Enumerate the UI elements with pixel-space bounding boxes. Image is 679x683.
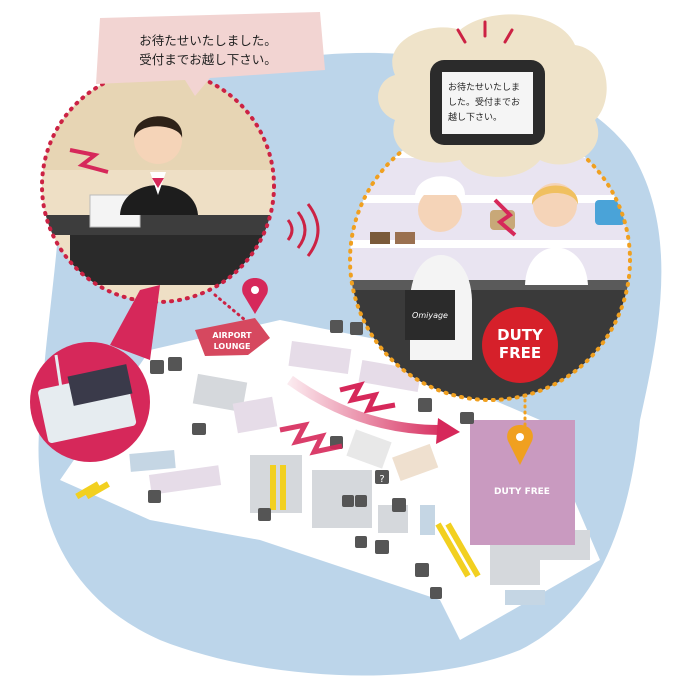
airport-lounge-label-1: AIRPORT bbox=[212, 331, 252, 340]
reception-speech-bubble: お待たせいたしました。 受付までお越し下さい。 bbox=[96, 12, 325, 96]
atm-icon bbox=[355, 536, 367, 548]
location-pin-icon bbox=[507, 425, 533, 465]
shop-icon bbox=[330, 320, 343, 333]
shopping-bag bbox=[405, 290, 455, 340]
baggage-icon bbox=[415, 563, 429, 577]
map-icons bbox=[148, 320, 474, 599]
shop-icon bbox=[418, 398, 432, 412]
pager-screen-line-3: 越し下さい。 bbox=[448, 111, 502, 123]
escalator-1 bbox=[270, 465, 286, 510]
speech-line-2: 受付までお越し下さい。 bbox=[139, 52, 277, 67]
cafe-icon bbox=[460, 412, 474, 424]
device-thought-bubble: お待たせいたしま した。受付までお 越し下さい。 bbox=[378, 14, 607, 177]
restroom-icon bbox=[392, 498, 406, 512]
duty-free-badge-line-1: DUTY bbox=[497, 326, 544, 344]
cafe-icon bbox=[350, 322, 363, 335]
cafe-icon bbox=[192, 423, 206, 435]
shop-circle-border bbox=[348, 118, 632, 402]
pager-screen bbox=[442, 72, 533, 134]
duty-free-map-label: DUTY FREE bbox=[494, 487, 550, 497]
escalator-3 bbox=[75, 481, 110, 500]
location-pin-icon bbox=[242, 278, 268, 314]
post-icon bbox=[342, 495, 354, 507]
escalator-2 bbox=[435, 522, 481, 578]
wireless-signal-icon bbox=[286, 203, 320, 257]
shopping-bag-label: Omiyage bbox=[412, 311, 448, 320]
pager-screen-line-2: した。受付までお bbox=[448, 96, 520, 108]
restroom-icon bbox=[150, 360, 164, 374]
escalator-icon bbox=[148, 490, 161, 503]
alert-rays-icon bbox=[456, 20, 514, 44]
duty-free-badge-line-2: FREE bbox=[499, 344, 541, 362]
signal-arrows bbox=[279, 375, 460, 456]
help-sign: ? bbox=[379, 474, 384, 485]
airport-lounge-label-2: LOUNGE bbox=[214, 342, 251, 351]
airport-lounge-marker: AIRPORT LOUNGE bbox=[195, 278, 270, 356]
pager-screen-line-1: お待たせいたしま bbox=[448, 81, 520, 93]
escalator-icon bbox=[430, 587, 442, 599]
transmitter-screen bbox=[67, 364, 133, 406]
shop-icon bbox=[375, 540, 389, 554]
speech-line-1: お待たせいたしました。 bbox=[139, 33, 277, 48]
floor-plan: ? DUTY FREE bbox=[60, 320, 600, 640]
transmitter-device-callout bbox=[30, 285, 160, 462]
phone-icon bbox=[355, 495, 367, 507]
help-icon bbox=[375, 470, 389, 484]
duty-free-marker bbox=[507, 425, 533, 465]
wheelchair-icon bbox=[168, 357, 182, 371]
duty-free-badge bbox=[482, 307, 558, 383]
restroom-icon bbox=[258, 508, 271, 521]
